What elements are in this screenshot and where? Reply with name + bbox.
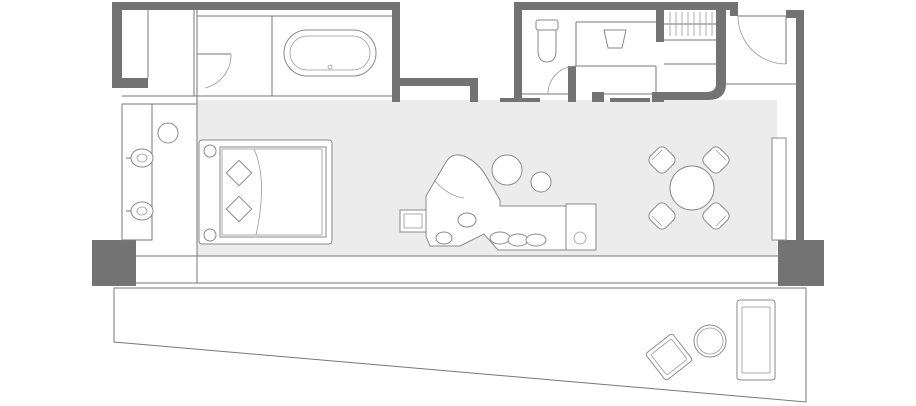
pillow-2 — [225, 195, 253, 223]
door-swing — [197, 53, 232, 89]
cushion — [435, 231, 453, 245]
side-table-small — [530, 171, 552, 193]
tv-console — [771, 137, 787, 241]
pillow-1 — [225, 159, 253, 187]
vanity-area — [121, 95, 198, 283]
entry-door — [726, 15, 796, 85]
balcony-bench — [736, 299, 776, 381]
chair — [648, 146, 676, 174]
sink-2 — [126, 201, 154, 221]
sink-1 — [126, 148, 154, 168]
balcony-side-table — [693, 324, 727, 358]
toilet — [522, 19, 577, 95]
nightstand-lamp-2 — [203, 228, 217, 242]
cushion — [489, 231, 511, 245]
balcony — [113, 282, 807, 403]
balcony-furniture — [645, 299, 776, 381]
cushion — [457, 212, 477, 228]
walls — [92, 2, 824, 286]
dining-table — [669, 165, 715, 211]
bathtub — [283, 29, 377, 77]
bathroom — [147, 10, 392, 97]
wardrobe — [664, 12, 716, 65]
nightstand-lamp-1 — [203, 144, 217, 158]
lounge-chair — [645, 333, 693, 381]
shower — [575, 21, 657, 95]
chair — [702, 146, 730, 174]
side-table-large — [491, 154, 523, 186]
bed — [198, 139, 333, 245]
stool — [157, 122, 179, 144]
ottoman — [565, 203, 597, 251]
chair — [648, 202, 676, 230]
dining-set — [648, 146, 730, 230]
sofa — [399, 154, 597, 251]
cushion — [507, 233, 529, 247]
cushion — [525, 233, 547, 247]
chair — [702, 202, 730, 230]
